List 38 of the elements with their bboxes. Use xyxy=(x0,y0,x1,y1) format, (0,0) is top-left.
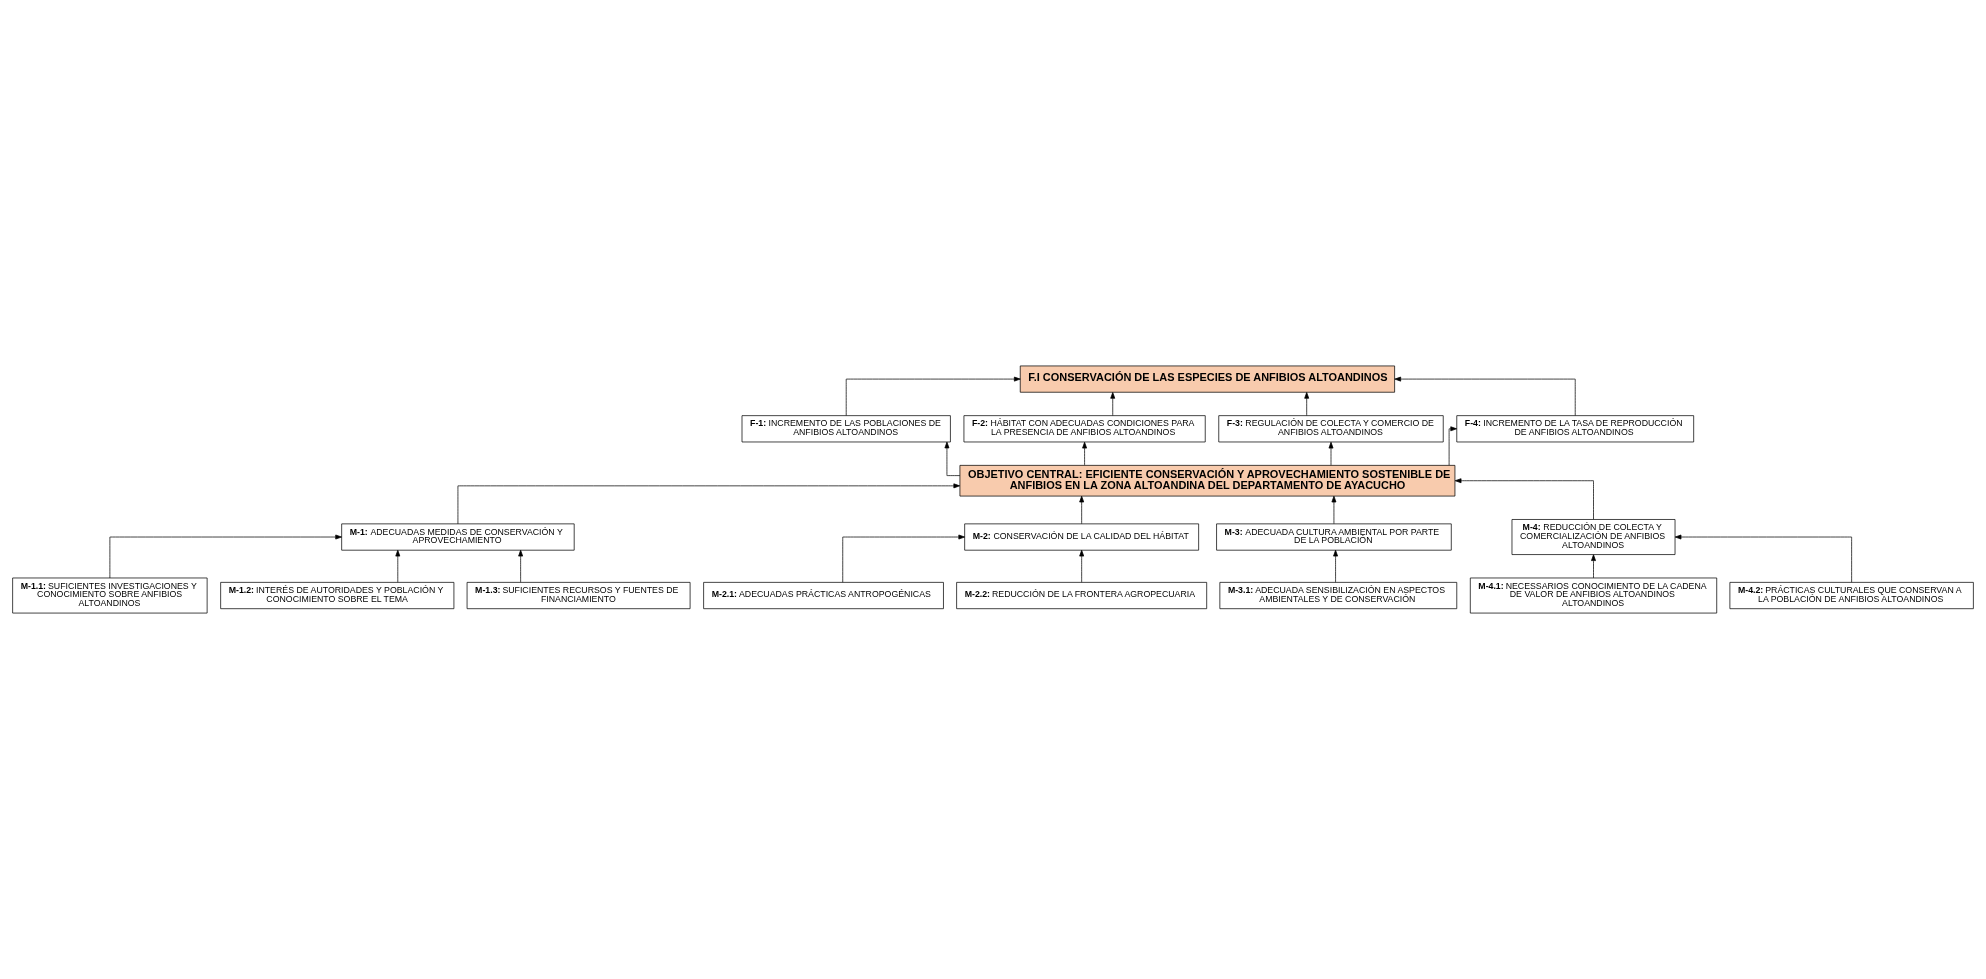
node-box: M-2.1: ADECUADAS PRÁCTICAS ANTROPOGÉNICAS xyxy=(703,582,944,610)
arrow xyxy=(842,534,965,583)
node-box: F-2: HÁBITAT CON ADECUADAS CONDICIONES PARA LA PRESENCIA DE ANFIBIOS ALTOANDINOS xyxy=(963,415,1206,443)
node-box: M-1.2: INTERÉS DE AUTORIDADES Y POBLACIÓN Y CONOCIMIENTO SOBRE EL TEMA xyxy=(220,582,455,610)
arrow xyxy=(1304,392,1310,416)
node-box: M-4: REDUCCIÓN DE COLECTA Y COMERCIALIZACIÓN DE ANFIBIOS ALTOANDINOS xyxy=(1511,519,1676,555)
arrow xyxy=(1328,441,1334,466)
node-box: F.I CONSERVACIÓN DE LAS ESPECIES DE ANFIBIOS ALTOANDINOS xyxy=(1019,365,1395,393)
arrow xyxy=(457,483,961,525)
arrow xyxy=(1448,426,1457,466)
node-box: M-1.1: SUFICIENTES INVESTIGACIONES Y CONOCIMIENTO SOBRE ANFIBIOS ALTOANDINOS xyxy=(12,577,208,614)
node-box: OBJETIVO CENTRAL: EFICIENTE CONSERVACIÓN Y APROVECHAMIENTO SOSTENIBLE DE ANFIBIOS EN LA ZONA ALTOANDINA DEL DEPARTAMENTO DE AYACUCHO xyxy=(959,465,1456,497)
arrow xyxy=(1082,441,1087,466)
arrow xyxy=(1394,376,1576,416)
arrow xyxy=(944,441,961,476)
arrow xyxy=(1079,549,1085,583)
arrow xyxy=(109,534,342,579)
node-box: M-2: CONSERVACIÓN DE LA CALIDAD DEL HÁBITAT xyxy=(964,523,1199,551)
arrow xyxy=(845,376,1021,416)
node-box: M-3: ADECUADA CULTURA AMBIENTAL POR PARTE DE LA POBLACIÓN xyxy=(1216,523,1452,551)
arrow xyxy=(1454,478,1594,520)
arrow xyxy=(1333,549,1338,583)
node-box: M-1.3: SUFICIENTES RECURSOS Y FUENTES DE FINANCIAMIENTO xyxy=(466,582,691,610)
node-box: M-4.1: NECESSARIOS CONOCIMIENTO DE LA CADENA DE VALOR DE ANFIBIOS ALTOANDINOS ALTOANDINOS xyxy=(1469,577,1718,614)
node-box: F-4: INCREMENTO DE LA TASA DE REPRODUCCIÓN DE ANFIBIOS ALTOANDINOS xyxy=(1456,415,1695,443)
node-box: M-1: ADECUADAS MEDIDAS DE CONSERVACIÓN Y APROVECHAMIENTO xyxy=(341,523,575,551)
arrow xyxy=(518,549,524,583)
node-box: F-1: INCREMENTO DE LAS POBLACIONES DE ANFIBIOS ALTOANDINOS xyxy=(741,415,951,443)
arrow xyxy=(1110,392,1116,416)
node-box: M-3.1: ADECUADA SENSIBILIZACIÓN EN ASPECTOS AMBIENTALES Y DE CONSERVACIÓN xyxy=(1219,582,1458,610)
node-box: M-2.2: REDUCCIÓN DE LA FRONTERA AGROPECUARIA xyxy=(956,582,1208,610)
arrow xyxy=(395,549,401,583)
arrow xyxy=(1331,495,1337,525)
arrow xyxy=(1591,554,1596,579)
arrow xyxy=(1079,495,1085,525)
node-box: M-4.2: PRÁCTICAS CULTURALES QUE CONSERVAN A LA POBLACIÓN DE ANFIBIOS ALTOANDINOS xyxy=(1729,582,1974,610)
arrow xyxy=(1674,534,1852,583)
node-box: F-3: REGULACIÓN DE COLECTA Y COMERCIO DE ANFIBIOS ALTOANDINOS xyxy=(1218,415,1444,443)
